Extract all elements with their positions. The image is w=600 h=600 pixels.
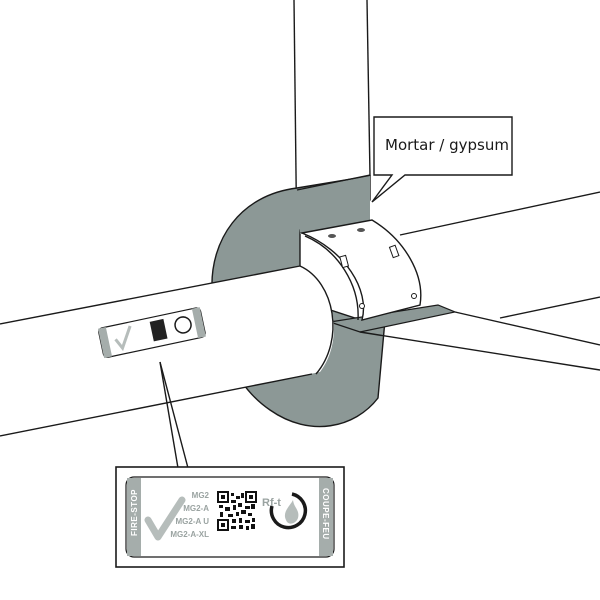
mortar-wall-band: [297, 176, 370, 234]
callout-bubble: [371, 116, 513, 203]
callout: Mortar / gypsum: [371, 116, 513, 203]
callout-label: Mortar / gypsum: [385, 136, 509, 154]
collar-body: [299, 219, 422, 321]
left-band-text: FIRE-STOP: [130, 489, 139, 536]
pipe-label-tag: [97, 307, 206, 359]
checkmark-icon: [144, 496, 186, 541]
left-band: [127, 478, 141, 556]
checkmark-icon: [114, 325, 132, 352]
logo-text: Rf-t: [262, 497, 281, 509]
model-3: MG2-A U: [176, 517, 210, 526]
model-1: MG2: [192, 491, 210, 500]
label-detail: FIRE-STOP COUPE-FEU MG2 MG2-A MG2-A U MG…: [115, 466, 345, 568]
fire-ring-logo-icon: [174, 316, 192, 334]
collar-tab: [328, 234, 336, 238]
wall-edge-right: [366, 0, 371, 177]
background-lines: [359, 191, 600, 371]
collar-slot: [388, 244, 400, 259]
pipe: [0, 265, 334, 437]
qr-code-icon: [217, 491, 257, 531]
right-band-text: COUPE-FEU: [321, 488, 330, 540]
collar-slot: [339, 254, 350, 269]
fire-ring-logo-icon: Rf-t: [262, 492, 308, 530]
model-2: MG2-A: [183, 504, 209, 513]
collar-tab: [357, 228, 365, 232]
model-4: MG2-A-XL: [170, 530, 209, 539]
leader-lines: [159, 361, 189, 469]
right-band: [319, 478, 333, 556]
qr-code-icon: [149, 318, 168, 342]
fire-collar: [299, 219, 422, 321]
